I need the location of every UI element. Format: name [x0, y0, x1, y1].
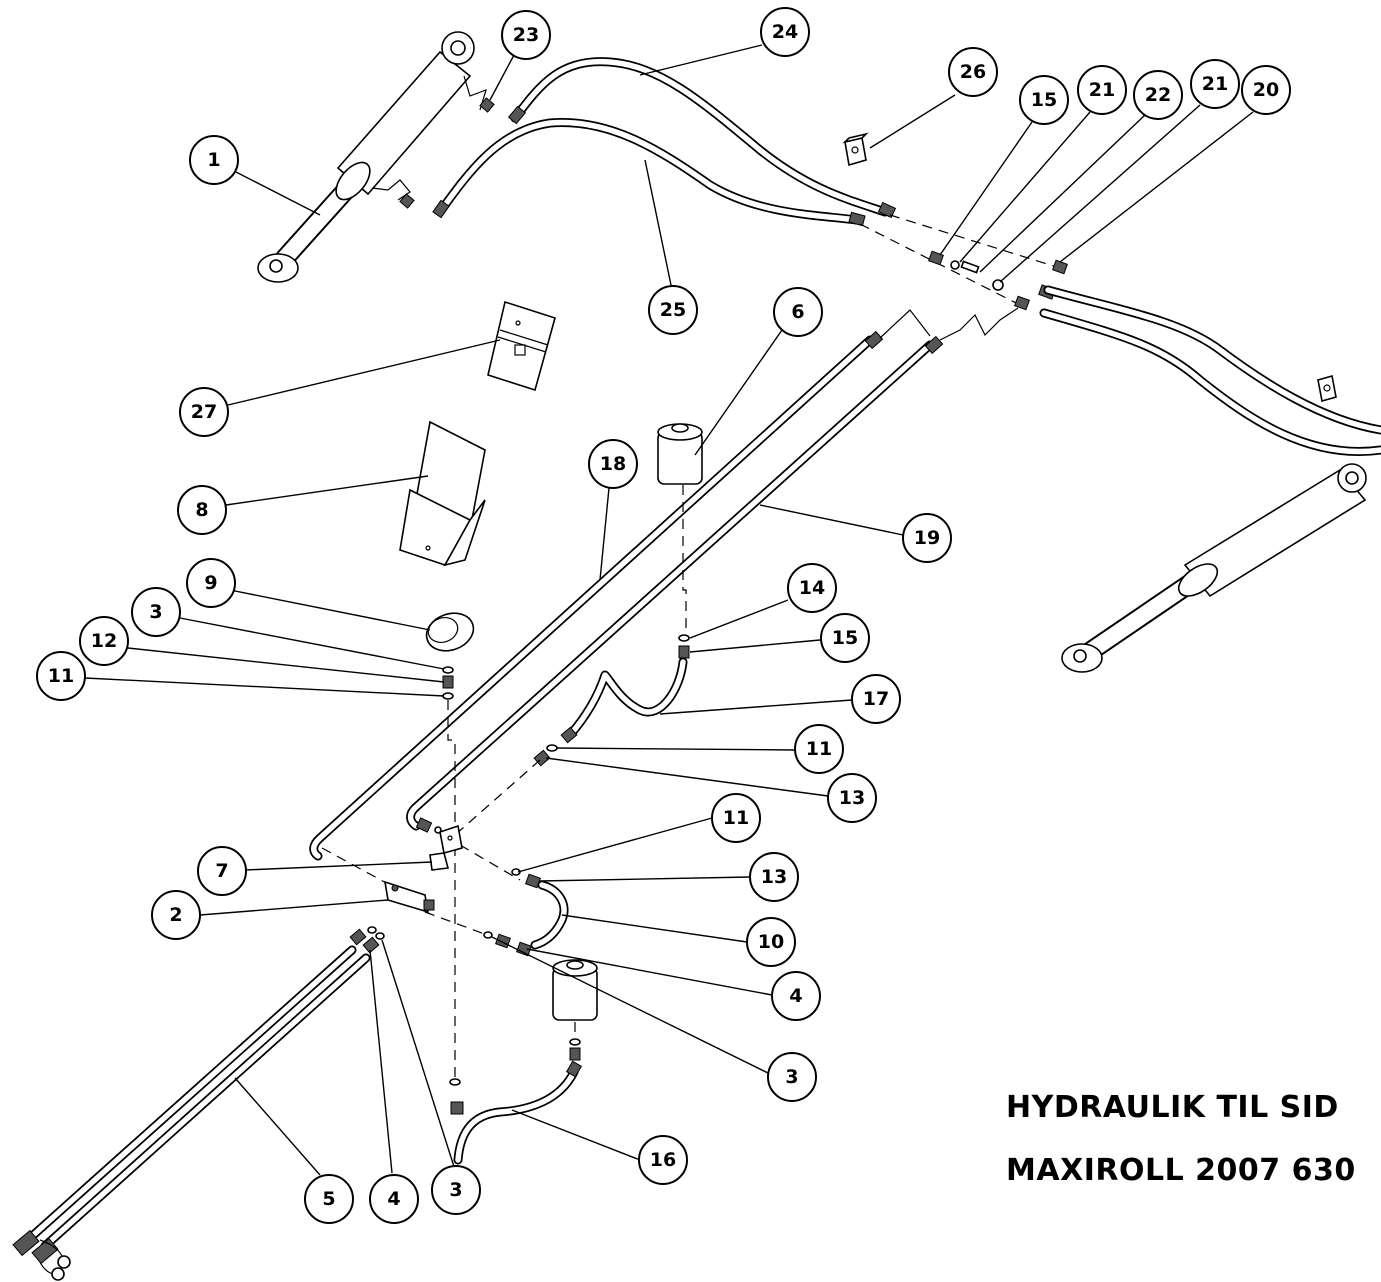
- callout-13-low: 13: [749, 852, 799, 902]
- callout-22-label: 22: [1145, 84, 1171, 106]
- callout-4-right: 4: [771, 971, 821, 1021]
- pipe-18: [309, 335, 875, 861]
- callout-12-label: 12: [91, 630, 117, 652]
- callout-25: 25: [648, 285, 698, 335]
- callout-2-label: 2: [169, 904, 182, 926]
- callout-21-a-label: 21: [1089, 79, 1115, 101]
- callout-8: 8: [177, 485, 227, 535]
- callout-8-label: 8: [195, 499, 208, 521]
- callout-19: 19: [902, 513, 952, 563]
- callout-1-label: 1: [207, 149, 220, 171]
- callout-18-label: 18: [600, 453, 626, 475]
- callout-18: 18: [588, 439, 638, 489]
- callout-27-label: 27: [191, 401, 217, 423]
- callout-9: 9: [186, 558, 236, 608]
- callout-21-a: 21: [1077, 65, 1127, 115]
- callout-21-b-label: 21: [1202, 73, 1228, 95]
- leader-lines: [84, 44, 1254, 1176]
- callout-3-right-label: 3: [785, 1066, 798, 1088]
- callout-10-label: 10: [758, 931, 784, 953]
- callout-27: 27: [179, 387, 229, 437]
- callout-11-low: 11: [711, 793, 761, 843]
- callout-1: 1: [189, 135, 239, 185]
- hydraulic-cylinder-right: [1061, 463, 1367, 673]
- callout-25-label: 25: [660, 299, 686, 321]
- accumulator-6: [657, 423, 703, 485]
- callout-6: 6: [773, 287, 823, 337]
- callout-7-label: 7: [215, 860, 228, 882]
- callout-13-mid-label: 13: [839, 787, 865, 809]
- callout-13-low-label: 13: [761, 866, 787, 888]
- hose-10: [530, 880, 569, 950]
- callout-4-right-label: 4: [789, 985, 802, 1007]
- clamp-block-26: [842, 132, 869, 167]
- manifold-block-7: [429, 824, 463, 871]
- hose-24: [510, 57, 890, 217]
- callout-3-right: 3: [767, 1052, 817, 1102]
- callout-15-mid: 15: [820, 613, 870, 663]
- hose-17: [565, 657, 688, 740]
- hose-16: [453, 1067, 579, 1165]
- callout-16-label: 16: [650, 1149, 676, 1171]
- callout-10: 10: [746, 917, 796, 967]
- callout-11-left-label: 11: [48, 665, 74, 687]
- callout-17: 17: [851, 674, 901, 724]
- hose-pair-5: [25, 945, 371, 1251]
- callout-5: 5: [304, 1174, 354, 1224]
- callout-9-label: 9: [204, 572, 217, 594]
- title-line-2: MAXIROLL 2007 630: [1006, 1153, 1356, 1188]
- callout-16: 16: [638, 1135, 688, 1185]
- hose-25: [435, 117, 861, 225]
- callout-15-top: 15: [1019, 75, 1069, 125]
- callout-4-bottom-label: 4: [387, 1188, 400, 1210]
- callout-17-label: 17: [863, 688, 889, 710]
- callout-26-label: 26: [960, 61, 986, 83]
- callout-14: 14: [787, 563, 837, 613]
- callout-24-label: 24: [772, 21, 798, 43]
- callout-4-bottom: 4: [369, 1174, 419, 1224]
- callout-20: 20: [1241, 65, 1291, 115]
- callout-11-left: 11: [36, 651, 86, 701]
- callout-14-label: 14: [799, 577, 825, 599]
- holder-8: [399, 420, 486, 567]
- callout-21-b: 21: [1190, 59, 1240, 109]
- callout-3-upper-label: 3: [149, 601, 162, 623]
- callout-3-upper: 3: [131, 587, 181, 637]
- callout-7: 7: [197, 846, 247, 896]
- pressure-gauge-9: [425, 612, 475, 700]
- callout-11-mid-label: 11: [806, 738, 832, 760]
- callout-11-low-label: 11: [723, 807, 749, 829]
- clamp-block-right: [1317, 374, 1337, 403]
- valve-block-2: [383, 880, 435, 914]
- accumulator-lower: [552, 959, 598, 1021]
- callout-2: 2: [151, 890, 201, 940]
- callout-5-label: 5: [322, 1188, 335, 1210]
- callout-19-label: 19: [914, 527, 940, 549]
- callout-15-top-label: 15: [1031, 89, 1057, 111]
- callout-11-mid: 11: [794, 724, 844, 774]
- callout-6-label: 6: [791, 301, 804, 323]
- callout-23: 23: [501, 10, 551, 60]
- callout-12: 12: [79, 616, 129, 666]
- callout-24: 24: [760, 7, 810, 57]
- callout-3-bottom-label: 3: [449, 1179, 462, 1201]
- callout-26: 26: [948, 47, 998, 97]
- manual-27: [487, 300, 556, 392]
- fittings-cluster-top: [928, 250, 1068, 311]
- hydraulic-cylinder-upper: [257, 31, 495, 283]
- callout-20-label: 20: [1253, 79, 1279, 101]
- callout-13-mid: 13: [827, 773, 877, 823]
- callout-22: 22: [1133, 70, 1183, 120]
- callout-15-mid-label: 15: [832, 627, 858, 649]
- pipe-19: [406, 340, 935, 831]
- callout-3-bottom: 3: [431, 1165, 481, 1215]
- callout-23-label: 23: [513, 24, 539, 46]
- title-line-1: HYDRAULIK TIL SID: [1006, 1090, 1339, 1125]
- quick-couplers: [12, 1229, 71, 1281]
